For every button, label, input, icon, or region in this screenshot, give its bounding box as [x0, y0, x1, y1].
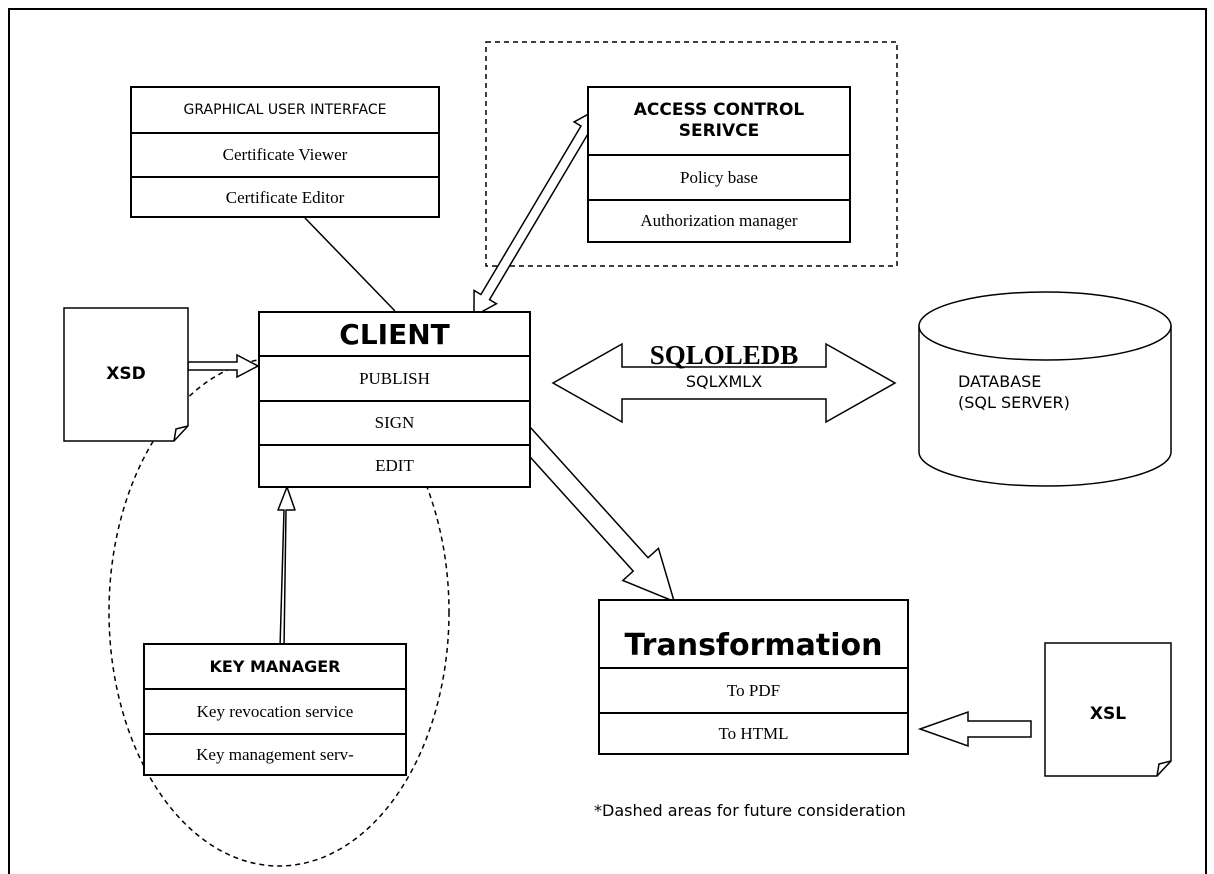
- xsd-document: [63, 307, 189, 442]
- key-manager-title: KEY MANAGER: [209, 657, 341, 676]
- xsd-label: XSD: [106, 364, 146, 384]
- client-title: CLIENT: [339, 317, 450, 351]
- gui-box: GRAPHICAL USER INTERFACE Certificate Vie…: [130, 86, 440, 218]
- access-control-box: ACCESS CONTROL SERIVCE Policy base Autho…: [587, 86, 851, 243]
- future-note: *Dashed areas for future consideration: [594, 801, 906, 820]
- client-database-arrow: [551, 342, 897, 424]
- client-access-arrow: [473, 108, 598, 318]
- client-keymanager-arrow: [274, 486, 296, 669]
- client-item-edit: EDIT: [260, 444, 529, 486]
- future-area-access-control: [485, 41, 898, 267]
- key-manager-item-revocation: Key revocation service: [145, 688, 405, 733]
- gui-client-line: [304, 217, 396, 312]
- gui-item-certificate-editor: Certificate Editor: [132, 176, 438, 218]
- access-control-title: ACCESS CONTROL SERIVCE: [633, 99, 805, 141]
- connection-secondary-label: SQLXMLX: [685, 372, 763, 391]
- key-manager-item-management: Key management serv-: [145, 733, 405, 774]
- xsl-document: [1044, 642, 1172, 777]
- transformation-item-pdf: To PDF: [600, 667, 907, 712]
- gui-title: GRAPHICAL USER INTERFACE: [183, 102, 387, 118]
- client-item-publish: PUBLISH: [260, 355, 529, 400]
- xsd-client-arrow: [187, 353, 260, 379]
- transformation-item-html: To HTML: [600, 712, 907, 753]
- client-box: CLIENT PUBLISH SIGN EDIT: [258, 311, 531, 488]
- access-control-item-authorization-manager: Authorization manager: [589, 199, 849, 241]
- database-label: DATABASE (SQL SERVER): [958, 372, 1138, 414]
- access-control-item-policy-base: Policy base: [589, 154, 849, 199]
- diagram-frame: [8, 8, 1207, 874]
- database-line-1: DATABASE: [958, 372, 1042, 391]
- transformation-box: Transformation To PDF To HTML: [598, 599, 909, 755]
- database-cylinder: [918, 291, 1172, 487]
- client-item-sign: SIGN: [260, 400, 529, 444]
- gui-item-certificate-viewer: Certificate Viewer: [132, 132, 438, 176]
- xsl-transformation-arrow: [917, 710, 1032, 748]
- database-line-2: (SQL SERVER): [958, 392, 1070, 412]
- key-manager-box: KEY MANAGER Key revocation service Key m…: [143, 643, 407, 776]
- xsl-label: XSL: [1089, 704, 1127, 724]
- transformation-title: Transformation: [624, 628, 883, 663]
- connection-primary-label: SQLOLEDB: [649, 340, 799, 370]
